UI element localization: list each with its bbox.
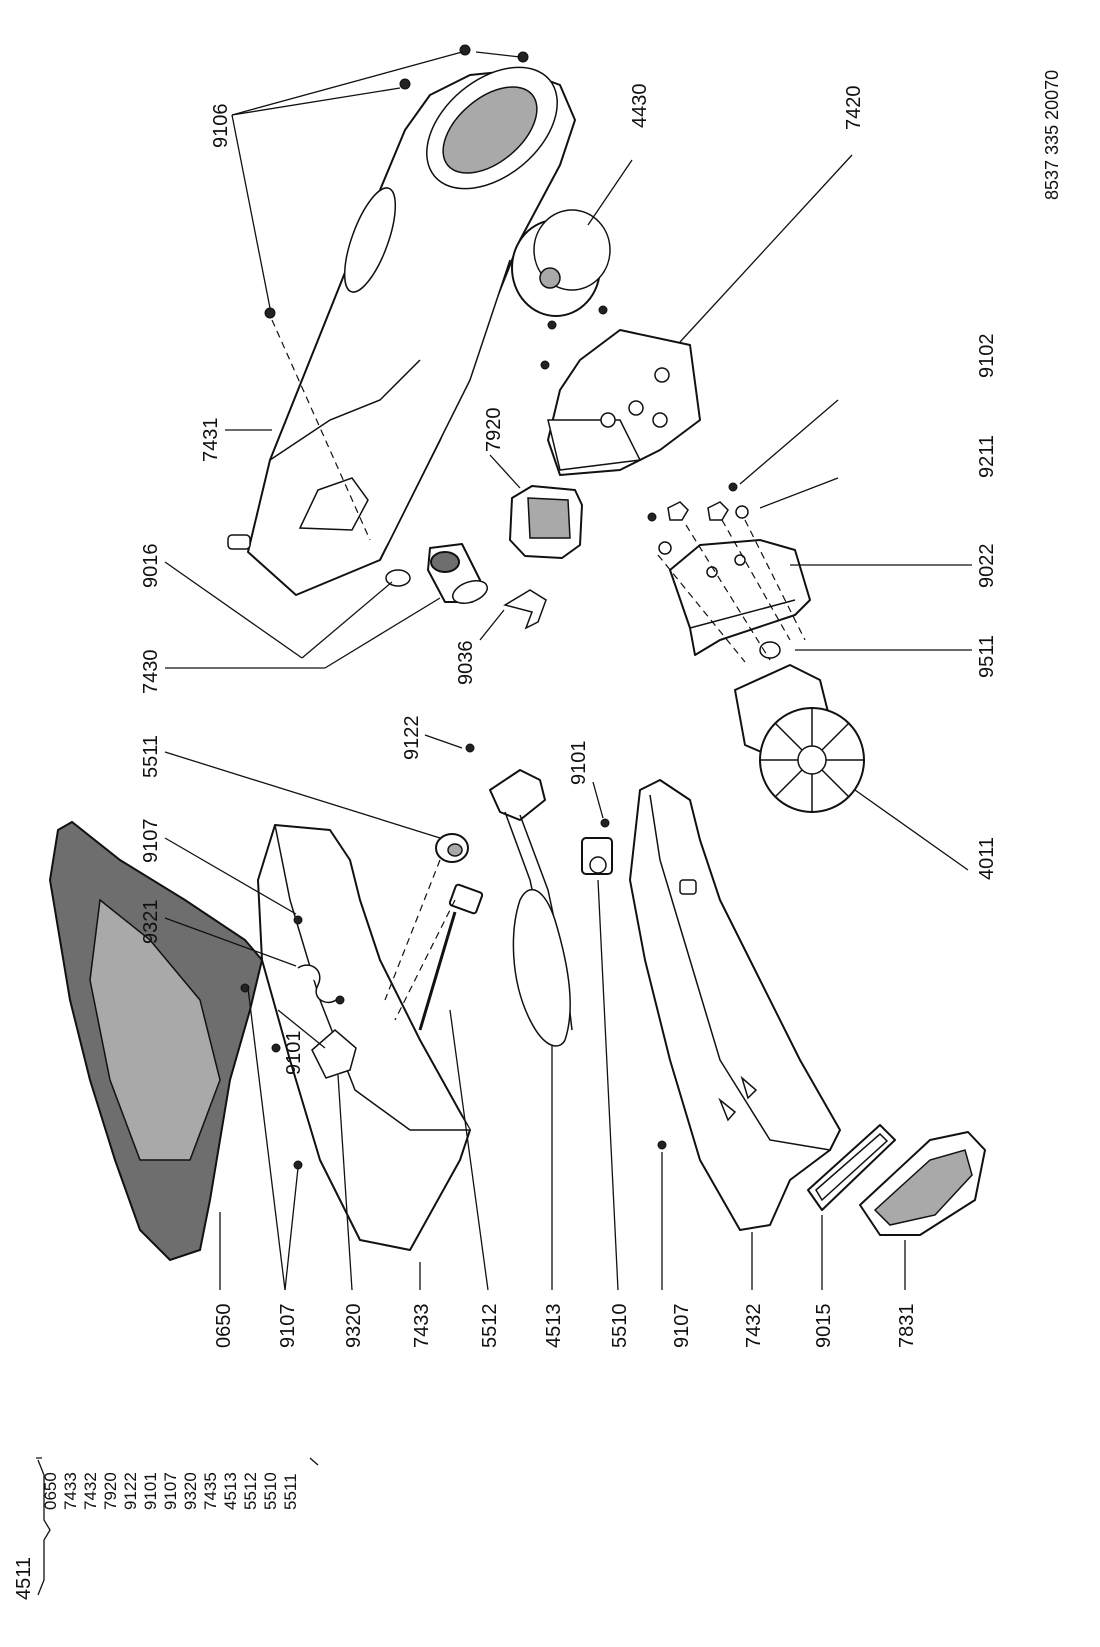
leader-lines xyxy=(164,51,972,1291)
label-4011: 4011 xyxy=(976,837,998,880)
kit-member-6: 9107 xyxy=(161,1472,180,1510)
part-5510-thermostat xyxy=(581,837,613,875)
part-0650-highlight xyxy=(89,898,221,1161)
label-9106: 9106 xyxy=(210,104,232,149)
kit-brace-right xyxy=(36,1457,319,1466)
part-7431-bracket xyxy=(227,477,369,550)
kit-member-2: 7432 xyxy=(81,1472,100,1510)
screws-misc xyxy=(240,305,738,1170)
part-7432-lower-shell xyxy=(629,779,841,1231)
kit-member-11: 5510 xyxy=(261,1472,280,1510)
label-9511: 9511 xyxy=(976,635,998,678)
part-5511-thermostat xyxy=(435,833,469,863)
kit-member-7: 9320 xyxy=(181,1472,200,1510)
screws-9106 xyxy=(264,44,529,319)
label-9016: 9016 xyxy=(140,544,162,589)
part-9015-gasket xyxy=(807,1124,896,1211)
label-7433: 7433 xyxy=(411,1304,433,1349)
part-7831-filter-insert xyxy=(859,1131,986,1236)
part-4011-impeller xyxy=(759,707,865,813)
kit-brace xyxy=(37,1459,51,1596)
part-9022-motor-bracket xyxy=(669,539,811,656)
kit-member-8: 7435 xyxy=(201,1472,220,1510)
label-7420: 7420 xyxy=(843,86,865,131)
label-5512: 5512 xyxy=(479,1304,501,1349)
label-9036: 9036 xyxy=(455,641,477,686)
part-7430-elbow-connector xyxy=(427,543,489,604)
kit-member-1: 7433 xyxy=(61,1472,80,1510)
part-7433-upper-shell xyxy=(257,824,471,1251)
kit-member-4: 9122 xyxy=(121,1472,140,1510)
label-4513: 4513 xyxy=(543,1304,565,1349)
label-9022: 9022 xyxy=(976,544,998,589)
label-9211: 9211 xyxy=(976,435,998,478)
part-7431-duct-housing xyxy=(247,69,576,596)
label-9102: 9102 xyxy=(976,334,998,379)
label-9015: 9015 xyxy=(813,1304,835,1349)
label-4430: 4430 xyxy=(629,84,651,129)
kit-member-9: 4513 xyxy=(221,1472,240,1510)
part-9320-bracket-plate xyxy=(311,1029,357,1079)
label-9107-c: 9107 xyxy=(671,1304,693,1349)
part-7920-filter xyxy=(509,485,583,559)
part-4430-fan-wheel xyxy=(511,209,611,317)
label-0650: 0650 xyxy=(213,1304,235,1349)
label-9107-b: 9107 xyxy=(277,1304,299,1349)
label-9321: 9321 xyxy=(140,900,162,945)
part-5512-sensor-probe xyxy=(418,883,484,1031)
kit-member-0: 0650 xyxy=(41,1472,60,1510)
label-9101-a: 9101 xyxy=(568,741,590,786)
part-7431-filter-opening xyxy=(426,66,558,190)
label-5510: 5510 xyxy=(609,1304,631,1349)
kit-member-10: 5512 xyxy=(241,1472,260,1510)
label-7431: 7431 xyxy=(200,418,222,463)
part-4513-heating-element xyxy=(489,769,573,1047)
part-9321-spring-clip xyxy=(297,964,339,1004)
part-4011-motor xyxy=(734,641,865,813)
label-7831: 7831 xyxy=(896,1304,918,1349)
label-9107-a: 9107 xyxy=(140,819,162,864)
kit-member-5: 9101 xyxy=(141,1472,160,1510)
document-code: 8537 335 20070 xyxy=(1042,70,1062,200)
part-labels: 9106 4430 7420 7431 7920 9102 9211 9022 … xyxy=(13,70,1062,1600)
part-9036-clip xyxy=(503,589,547,630)
assembly-lines xyxy=(271,319,806,1021)
kit-member-12: 5511 xyxy=(281,1473,300,1510)
label-5511: 5511 xyxy=(140,735,162,778)
label-7432: 7432 xyxy=(743,1304,765,1349)
kit-member-3: 7920 xyxy=(101,1472,120,1510)
label-7430: 7430 xyxy=(140,650,162,695)
part-7420-fan-housing xyxy=(547,329,701,476)
part-9211-washers-nuts xyxy=(658,501,749,555)
label-9101-b: 9101 xyxy=(283,1031,305,1076)
label-9320: 9320 xyxy=(343,1304,365,1349)
kit-number: 4511 xyxy=(13,1557,35,1600)
label-9122: 9122 xyxy=(401,716,423,761)
label-7920: 7920 xyxy=(483,408,505,453)
